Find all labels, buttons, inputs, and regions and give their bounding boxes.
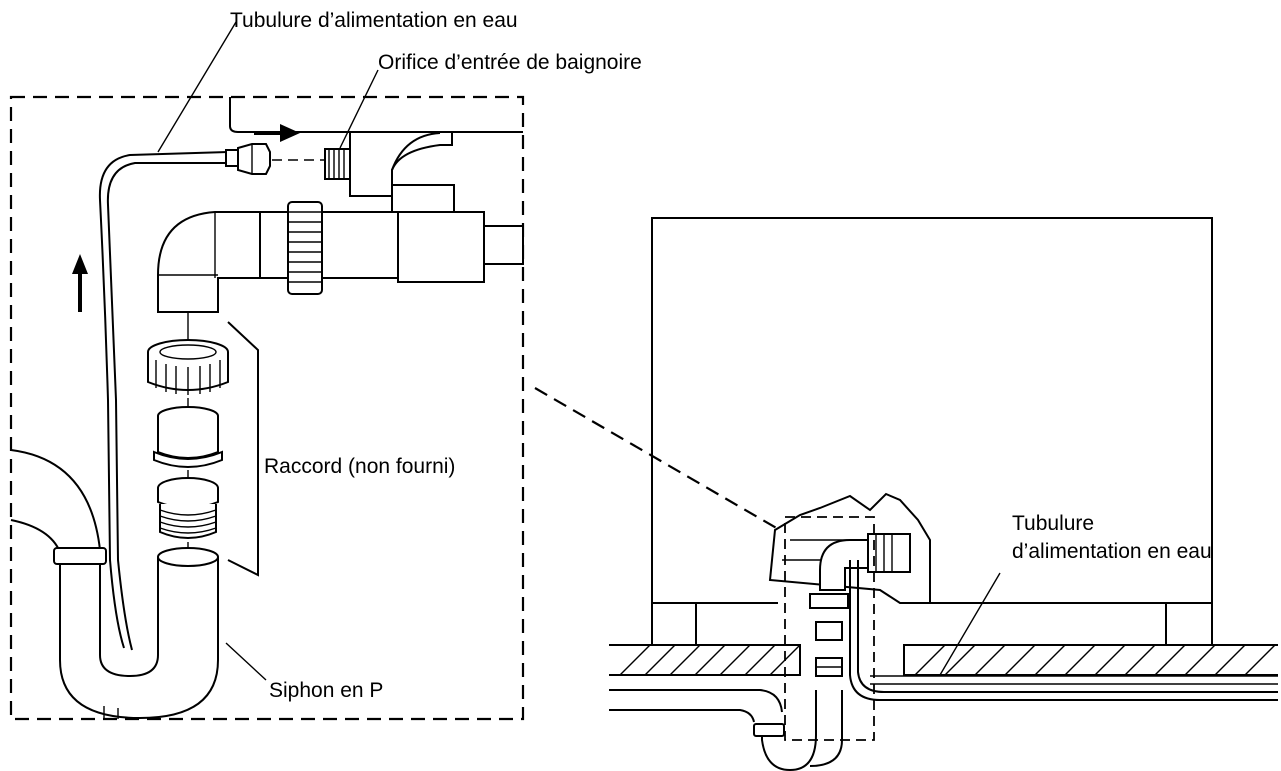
supply-tube xyxy=(98,143,324,651)
zoom-connector xyxy=(534,387,786,534)
label-supply-tube-right-line2: d’alimentation en eau xyxy=(1012,540,1212,563)
label-p-trap: Siphon en P xyxy=(269,679,383,702)
detail-locator xyxy=(784,516,875,741)
floor-right xyxy=(903,644,1278,676)
overview-view xyxy=(609,217,1278,771)
label-supply-tube-top: Tubulure d’alimentation en eau xyxy=(230,9,518,32)
detail-frame xyxy=(9,95,525,721)
label-tub-inlet: Orifice d’entrée de baignoire xyxy=(378,51,642,74)
leader-supply-tube xyxy=(157,21,237,153)
leader-tub-inlet xyxy=(339,69,379,149)
floor-left xyxy=(609,644,801,676)
fitting-parts xyxy=(147,312,259,577)
drain-pipe-assembly xyxy=(157,201,524,313)
overview-supply-tube xyxy=(849,560,1278,701)
p-trap xyxy=(10,449,219,720)
arrow-up-icon xyxy=(72,254,88,312)
arrow-right-icon xyxy=(254,124,300,142)
detail-view xyxy=(9,21,525,721)
leader-supply-tube-right xyxy=(939,572,1001,676)
label-fitting: Raccord (non fourni) xyxy=(264,455,455,478)
leader-p-trap xyxy=(225,642,267,681)
tub-apron-edge xyxy=(229,97,523,133)
tub-body xyxy=(651,217,1213,645)
label-supply-tube-right-line1: Tubulure xyxy=(1012,512,1094,535)
